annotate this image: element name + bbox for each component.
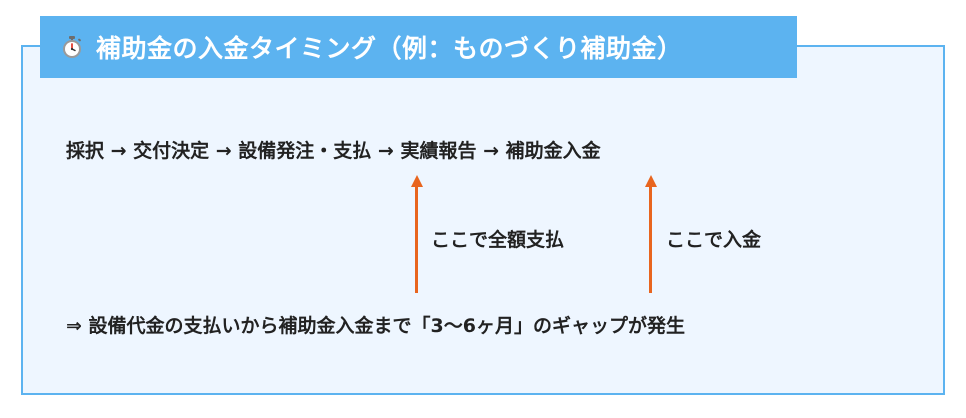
annotation-full-payment: ここで全額支払 <box>431 229 565 251</box>
page-title: 補助金の入金タイミング（例：ものづくり補助金） <box>96 34 683 63</box>
arrow-head <box>411 175 423 187</box>
up-arrow-receipt <box>645 175 657 293</box>
annotation-receipt: ここで入金 <box>666 229 762 251</box>
conclusion-text: ⇒ 設備代金の支払いから補助金入金まで「3〜6ヶ月」のギャップが発生 <box>66 315 685 337</box>
title-banner: 補助金の入金タイミング（例：ものづくり補助金） <box>40 16 797 78</box>
stopwatch-icon <box>63 36 81 58</box>
arrow-shaft <box>415 185 418 293</box>
arrow-head <box>645 175 657 187</box>
up-arrow-payment <box>411 175 423 293</box>
process-flow: 採択 → 交付決定 → 設備発注・支払 → 実績報告 → 補助金入金 <box>66 140 601 162</box>
info-panel <box>21 45 945 395</box>
arrow-shaft <box>649 185 652 293</box>
